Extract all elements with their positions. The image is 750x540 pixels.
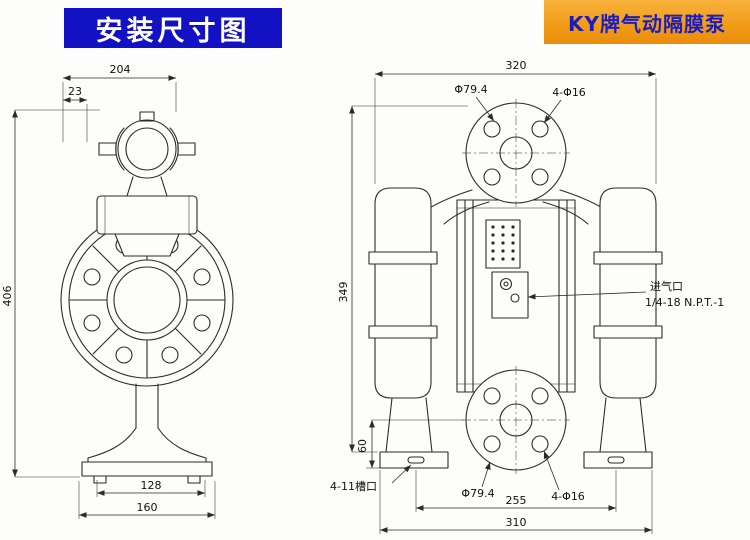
label-air-inlet: 进气口	[650, 279, 683, 293]
page-title: 安装尺寸图	[95, 15, 251, 47]
brand-banner: KY牌气动隔膜泵	[544, 0, 750, 44]
label-bottom-flange-dia: Φ79.4	[461, 487, 494, 500]
side-top-flange	[462, 99, 570, 207]
dim-side-height: 349	[337, 282, 350, 303]
muffler-holes	[491, 225, 515, 261]
dim-front-top-offset: 23	[68, 85, 82, 98]
brand-label: KY牌气动隔膜泵	[568, 11, 726, 36]
dim-front-top-width: 204	[110, 63, 131, 76]
label-bottom-flange-holes: 4-Φ16	[551, 490, 585, 503]
front-view-dimensions: 204 23 406 128 160	[1, 63, 216, 519]
front-top-clamp	[98, 111, 196, 197]
dim-side-top-width: 320	[506, 59, 527, 72]
label-top-flange-dia: Φ79.4	[454, 83, 487, 96]
dim-side-base-width: 310	[506, 516, 527, 529]
dim-side-base-holes: 255	[506, 494, 527, 507]
dim-front-base-width: 160	[137, 501, 158, 514]
side-view-dimensions: 320 Φ79.4 4-Φ16 349 60 4-11槽口 Φ79.4 4-Φ1…	[330, 59, 724, 534]
label-foot-slot: 4-11槽口	[330, 480, 377, 493]
label-top-flange-holes: 4-Φ16	[552, 86, 586, 99]
side-feet	[379, 397, 653, 469]
dim-front-base-holes: 128	[141, 479, 162, 492]
label-air-inlet-spec: 1/4-18 N.P.T.-1	[645, 296, 724, 309]
side-right-chamber	[593, 187, 663, 399]
side-air-inlet	[491, 271, 529, 319]
side-view-pump	[368, 99, 663, 474]
front-foot	[81, 383, 213, 484]
side-muffler-plate	[485, 219, 521, 269]
front-view-pump	[60, 111, 234, 484]
side-bottom-flange	[462, 366, 570, 474]
dim-front-height: 406	[1, 286, 14, 307]
title-banner: 安装尺寸图	[64, 8, 282, 48]
dim-side-foot-height: 60	[356, 439, 369, 453]
side-left-chamber	[368, 187, 438, 399]
front-muffler	[96, 195, 198, 257]
